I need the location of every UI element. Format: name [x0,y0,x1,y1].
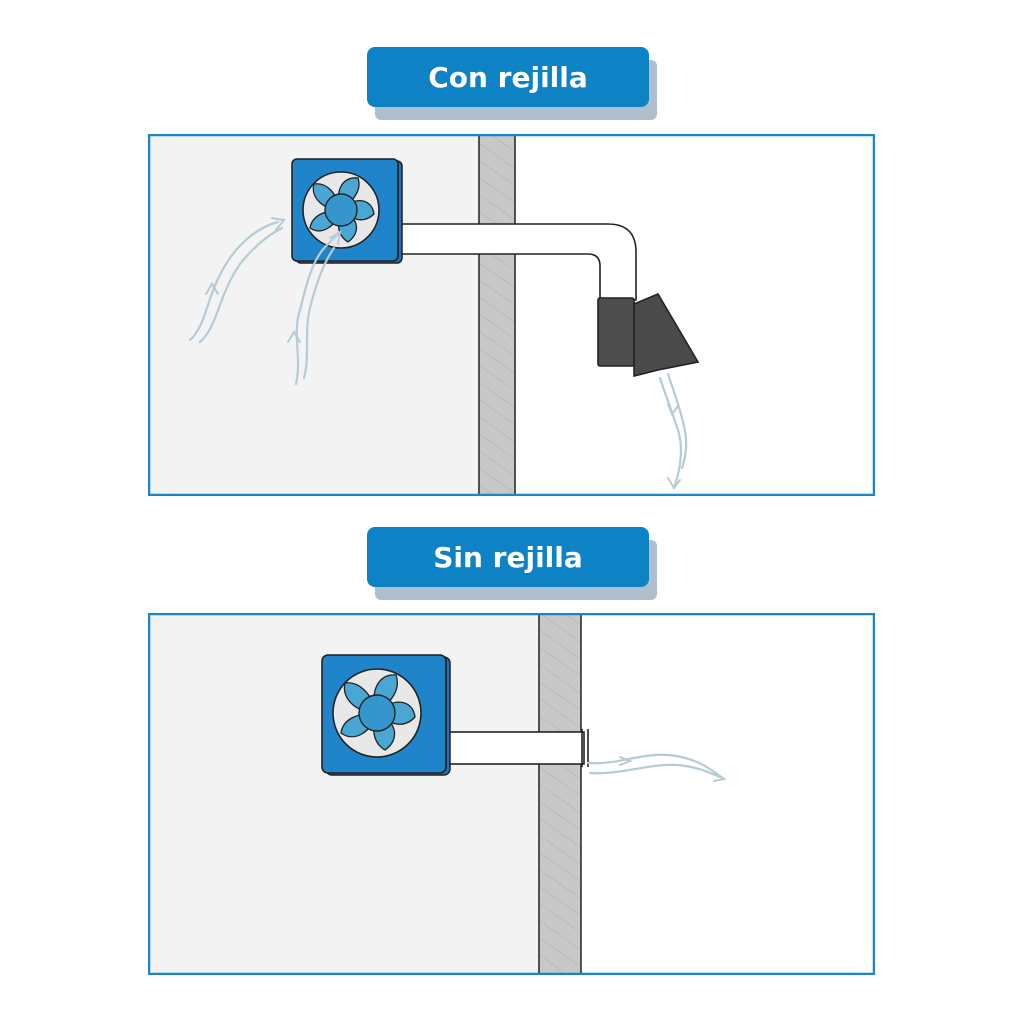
airflow-arrow-icon [586,753,727,782]
wall [478,135,516,495]
duct [443,729,589,767]
panel-frame [148,613,875,975]
wall [538,614,582,974]
airflow-arrow-icon [188,217,342,386]
outdoor-area [515,135,874,495]
title-label: Sin rejilla [367,527,649,587]
panel-frame [148,134,875,496]
diagram-panel-sin-rejilla [148,613,875,975]
title-label: Con rejilla [367,47,649,107]
vent-grille-icon [597,292,700,378]
section-title-sin-rejilla: Sin rejilla [367,527,657,600]
fan-icon [291,158,403,264]
section-title-con-rejilla: Con rejilla [367,47,657,120]
diagram-panel-con-rejilla [148,134,875,496]
airflow-arrow-icon [658,372,688,490]
outdoor-area [581,614,874,974]
fan-icon [321,654,451,776]
